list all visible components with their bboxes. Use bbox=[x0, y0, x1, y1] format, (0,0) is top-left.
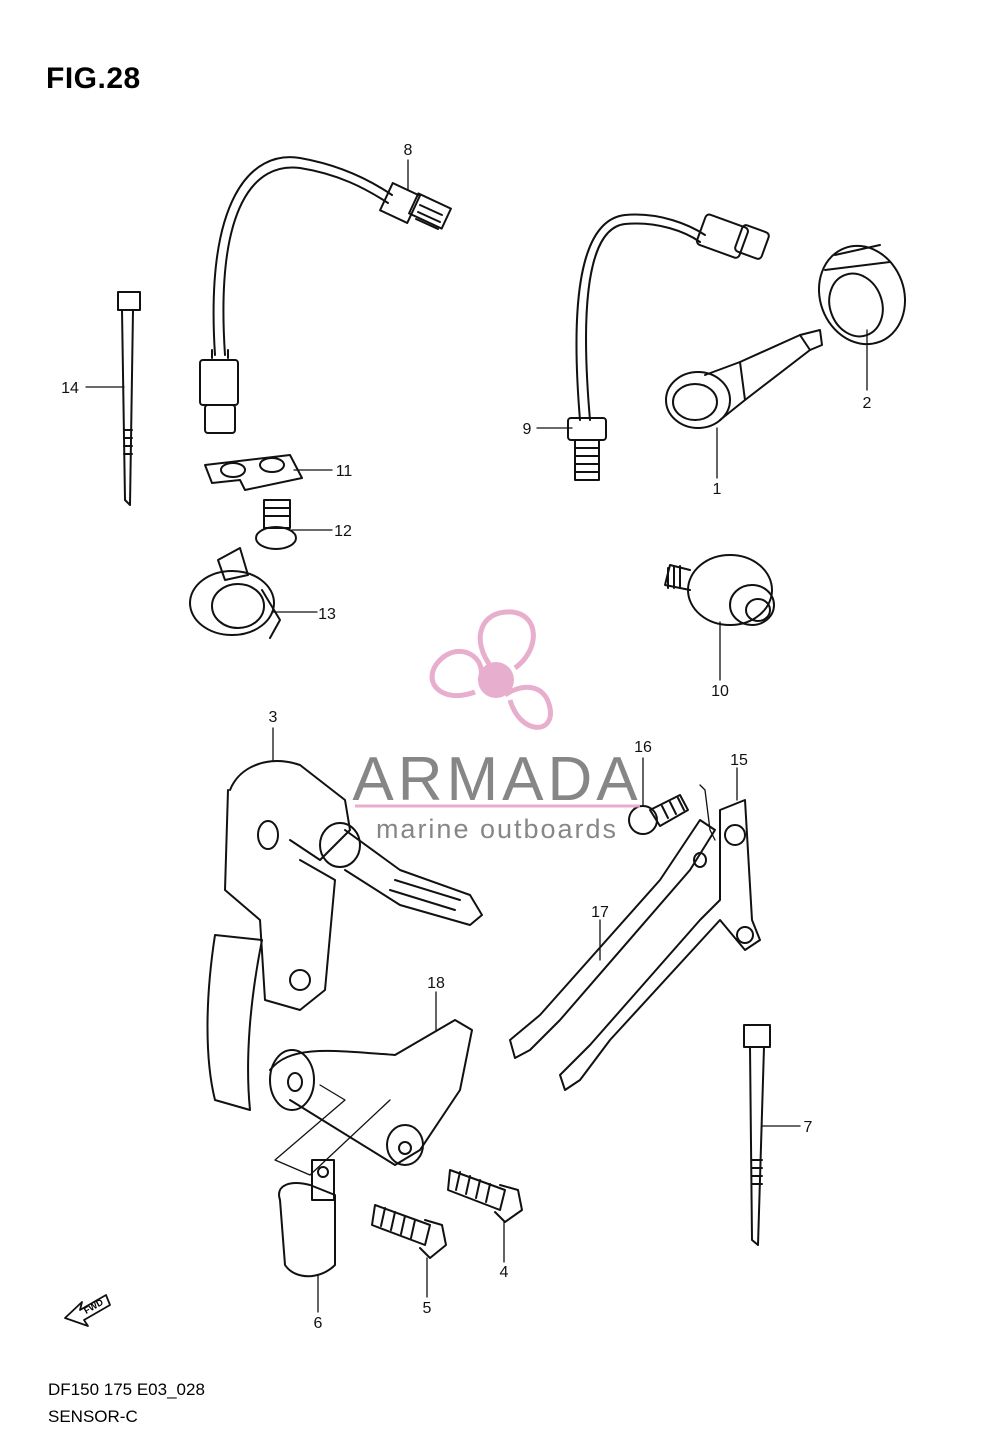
part-11-plate bbox=[204, 454, 303, 491]
part-12-bolt bbox=[255, 499, 297, 550]
part-13-clamp bbox=[189, 547, 281, 639]
armada-watermark: ARMADA marine outboards bbox=[352, 609, 641, 844]
propeller-logo-icon bbox=[429, 609, 553, 730]
callout-12: 12 bbox=[334, 523, 352, 540]
callout-3: 3 bbox=[269, 709, 278, 726]
part-8-sensor-cable bbox=[199, 156, 452, 434]
figure-name: SENSOR-C bbox=[48, 1407, 138, 1426]
figure-title: FIG.28 bbox=[46, 62, 141, 95]
part-15-lever bbox=[559, 799, 761, 1091]
part-7-cable-tie bbox=[743, 1024, 771, 1246]
part-3-sensor-assembly bbox=[206, 760, 483, 1111]
callout-7: 7 bbox=[804, 1119, 813, 1136]
callout-2: 2 bbox=[863, 395, 872, 412]
callout-6: 6 bbox=[314, 1315, 323, 1332]
callout-18: 18 bbox=[427, 975, 445, 992]
callout-15: 15 bbox=[730, 752, 748, 769]
callout-16: 16 bbox=[634, 739, 652, 756]
part-2-grommet bbox=[817, 244, 907, 346]
part-5-bolt bbox=[371, 1204, 447, 1259]
watermark-brand: ARMADA bbox=[352, 745, 641, 814]
callout-14: 14 bbox=[61, 380, 79, 397]
fwd-arrow-icon: FWD bbox=[64, 1294, 111, 1327]
callout-11: 11 bbox=[336, 463, 353, 480]
part-14-cable-tie bbox=[117, 291, 141, 506]
part-16-bolt bbox=[628, 794, 689, 835]
callout-9: 9 bbox=[523, 421, 532, 438]
part-6-clip bbox=[278, 1159, 336, 1278]
watermark-tagline: marine outboards bbox=[376, 814, 618, 844]
callout-8: 8 bbox=[404, 142, 413, 159]
part-4-bolt bbox=[447, 1169, 523, 1223]
callout-labels: 1 2 3 4 5 6 7 8 9 10 11 12 13 14 15 16 1… bbox=[61, 142, 871, 1332]
callout-1: 1 bbox=[713, 481, 722, 498]
part-18-bracket bbox=[269, 1019, 473, 1166]
part-10-knock-sensor bbox=[664, 554, 775, 626]
figure-code: DF150 175 E03_028 bbox=[48, 1380, 205, 1399]
callout-13: 13 bbox=[318, 606, 336, 623]
leader-lines bbox=[85, 159, 868, 1313]
part-1-sensor bbox=[665, 329, 823, 429]
callout-10: 10 bbox=[711, 683, 729, 700]
part-9-sensor-cable bbox=[567, 213, 770, 481]
callout-5: 5 bbox=[423, 1300, 432, 1317]
callout-4: 4 bbox=[500, 1264, 509, 1281]
callout-17: 17 bbox=[591, 904, 609, 921]
